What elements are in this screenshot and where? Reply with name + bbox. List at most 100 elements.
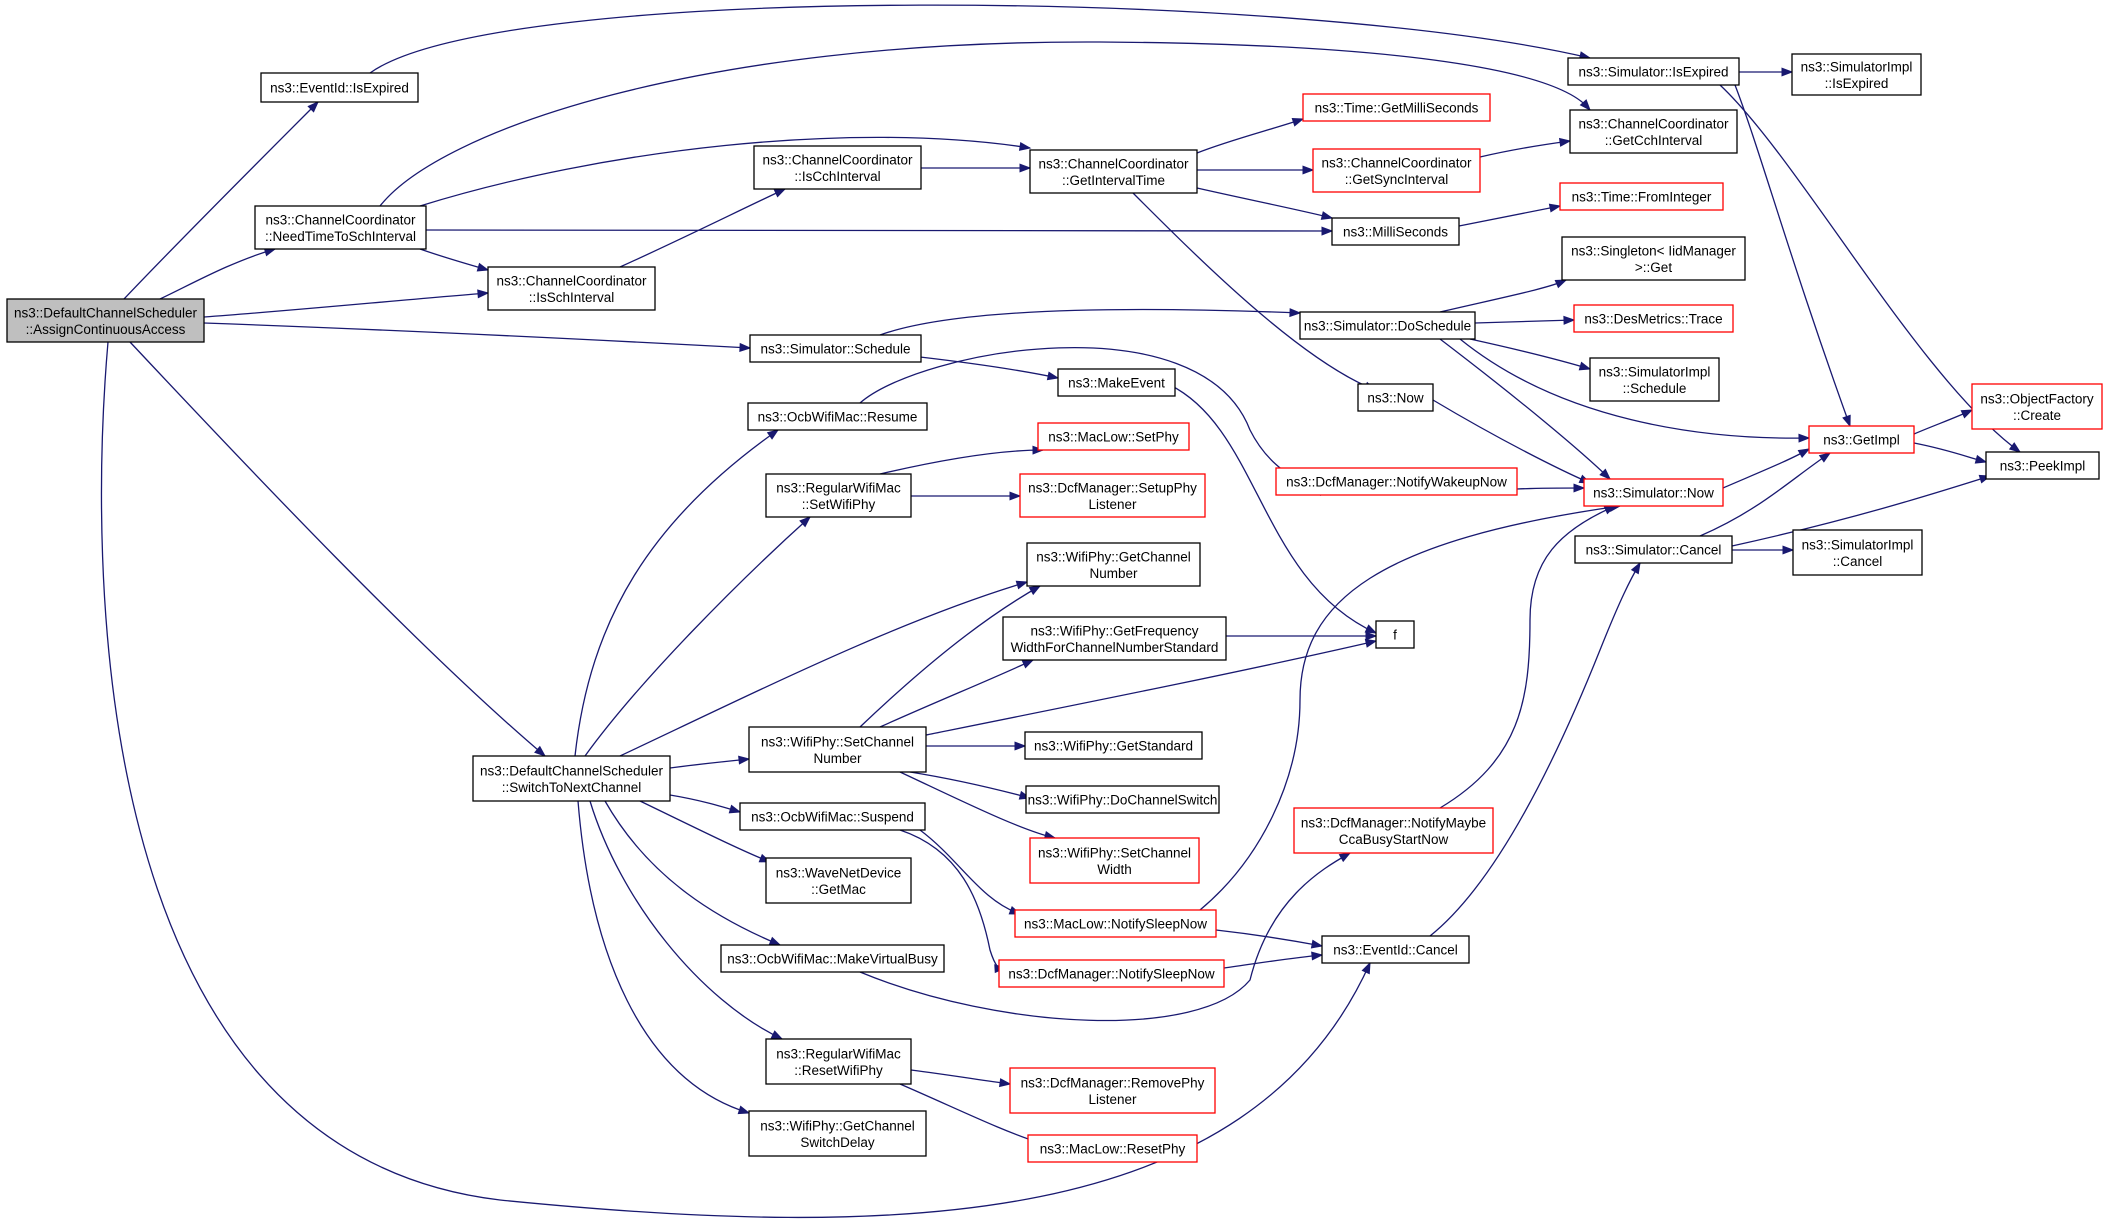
edge-cc_getintervaltime-to-milliseconds-line — [1196, 187, 1333, 219]
node-dcf-notifysleepnow[interactable]: ns3::DcfManager::NotifySleepNow — [998, 959, 1225, 988]
node-box — [472, 755, 671, 802]
node-box — [6, 298, 205, 343]
node-sim-schedule[interactable]: ns3::Simulator::Schedule — [749, 334, 922, 363]
node-maclow-setphy[interactable]: ns3::MacLow::SetPhy — [1037, 422, 1190, 451]
node-cc-needtime[interactable]: ns3::ChannelCoordinator::NeedTimeToSchIn… — [254, 205, 427, 250]
edge-wp_setchannelnumber-to-wp_getfreqwidth-line — [879, 659, 1034, 728]
node-label-line: ns3::WifiPhy::DoChannelSwitch — [1028, 793, 1218, 808]
edge-sim_isexpired-to-getimpl — [1734, 84, 1851, 428]
node-dcf-notifymaybeccabusy[interactable]: ns3::DcfManager::NotifyMaybeCcaBusyStart… — [1293, 807, 1494, 854]
edge-ocb_makevirtualbusy-to-dcf_notifymaybeccabusy-line — [859, 852, 1351, 1022]
node-f[interactable]: f — [1375, 620, 1415, 649]
node-box — [1792, 529, 1923, 576]
node-cc-iscchinterval[interactable]: ns3::ChannelCoordinator::IsCchInterval — [753, 145, 922, 190]
node-box — [765, 473, 912, 518]
edge-sim_schedule-to-sim_doschedule — [879, 308, 1302, 336]
node-time-getms[interactable]: ns3::Time::GetMilliSeconds — [1302, 93, 1491, 122]
node-ocb-suspend[interactable]: ns3::OcbWifiMac::Suspend — [739, 802, 926, 831]
node-box — [1029, 149, 1198, 194]
node-simimpl-schedule[interactable]: ns3::SimulatorImpl::Schedule — [1589, 357, 1720, 402]
node-cc-getsyncinterval[interactable]: ns3::ChannelCoordinator::GetSyncInterval — [1312, 148, 1481, 193]
node-box — [1027, 1134, 1198, 1163]
node-singleton-get[interactable]: ns3::Singleton< IidManager>::Get — [1561, 236, 1746, 281]
edge-cc_needtime-to-cc_getcchinterval-line — [379, 41, 1591, 207]
edge-sim_isexpired-to-simimpl_isexpired — [1739, 67, 1794, 77]
edge-cc_needtime-to-cc_getcchinterval — [379, 41, 1591, 207]
edge-wp_getfreqwidth-to-f — [1226, 631, 1378, 641]
node-ocb-resume[interactable]: ns3::OcbWifiMac::Resume — [747, 402, 928, 431]
edge-getimpl-to-peekimpl-line — [1913, 442, 1987, 463]
node-cc-getcchinterval[interactable]: ns3::ChannelCoordinator::GetCchInterval — [1569, 109, 1738, 154]
node-simimpl-cancel[interactable]: ns3::SimulatorImpl::Cancel — [1792, 529, 1923, 576]
edge-sim_now-to-getimpl — [1722, 448, 1811, 489]
node-maclow-resetphy[interactable]: ns3::MacLow::ResetPhy — [1027, 1134, 1198, 1163]
node-cc-getintervaltime[interactable]: ns3::ChannelCoordinator::GetIntervalTime — [1029, 149, 1198, 194]
node-peekimpl[interactable]: ns3::PeekImpl — [1985, 451, 2100, 480]
node-wnd-getmac[interactable]: ns3::WaveNetDevice::GetMac — [765, 857, 912, 904]
node-simimpl-isexpired[interactable]: ns3::SimulatorImpl::IsExpired — [1791, 53, 1922, 96]
node-desmetrics-trace[interactable]: ns3::DesMetrics::Trace — [1573, 304, 1734, 333]
node-milliseconds[interactable]: ns3::MilliSeconds — [1331, 217, 1460, 246]
node-getimpl[interactable]: ns3::GetImpl — [1808, 425, 1915, 454]
node-label-line: SwitchDelay — [800, 1135, 875, 1150]
node-label-line: ns3::Simulator::IsExpired — [1578, 65, 1728, 80]
node-rwm-setwifiphy[interactable]: ns3::RegularWifiMac::SetWifiPhy — [765, 473, 912, 518]
node-cc-isschinterval[interactable]: ns3::ChannelCoordinator::IsSchInterval — [487, 266, 656, 311]
node-sim-isexpired[interactable]: ns3::Simulator::IsExpired — [1567, 57, 1740, 86]
node-root[interactable]: ns3::DefaultChannelScheduler::AssignCont… — [6, 298, 205, 343]
node-label-line: ns3::DcfManager::NotifyWakeupNow — [1286, 475, 1507, 490]
edge-root-to-eventid_isexpired-line — [123, 101, 319, 300]
edge-cc_getintervaltime-to-time_getms-line — [1196, 118, 1304, 154]
node-label-line: ns3::SimulatorImpl — [1599, 364, 1711, 379]
node-box — [748, 1110, 927, 1157]
node-now[interactable]: ns3::Now — [1357, 383, 1434, 412]
edge-dcs_switchtonext-to-wp_getchannelnumber-arrowhead — [1015, 580, 1029, 590]
edge-root-to-eventid_isexpired-arrowhead — [307, 101, 319, 113]
edge-sim_doschedule-to-getimpl — [1459, 338, 1811, 443]
node-label-line: Number — [813, 751, 862, 766]
edge-root-to-dcs_switchtonext — [129, 341, 547, 757]
edge-wp_setchannelnumber-to-wp_getstandard-arrowhead — [1014, 741, 1027, 751]
node-wp-getstandard[interactable]: ns3::WifiPhy::GetStandard — [1024, 731, 1203, 760]
node-sim-doschedule[interactable]: ns3::Simulator::DoSchedule — [1299, 311, 1476, 340]
node-wp-dochannelswitch[interactable]: ns3::WifiPhy::DoChannelSwitch — [1025, 785, 1220, 814]
node-eventid-isexpired[interactable]: ns3::EventId::IsExpired — [260, 72, 419, 103]
node-label-line: ns3::OcbWifiMac::Resume — [758, 410, 918, 425]
node-maclow-notifysleepnow[interactable]: ns3::MacLow::NotifySleepNow — [1014, 909, 1217, 938]
node-makeevent[interactable]: ns3::MakeEvent — [1057, 368, 1176, 397]
edge-sim_now-to-getimpl-arrowhead — [1797, 448, 1811, 459]
edge-sim_cancel-to-getimpl-arrowhead — [1818, 452, 1832, 463]
edge-dcs_switchtonext-to-wp_getchannelswitchdelay-line — [577, 800, 750, 1114]
node-objectfactory-create[interactable]: ns3::ObjectFactory::Create — [1971, 383, 2103, 430]
node-dcs-switchtonext[interactable]: ns3::DefaultChannelScheduler::SwitchToNe… — [472, 755, 671, 802]
edge-eventid_cancel-to-sim_cancel — [1429, 561, 1641, 937]
node-box — [1561, 236, 1746, 281]
node-rwm-resetwifiphy[interactable]: ns3::RegularWifiMac::ResetWifiPhy — [765, 1038, 912, 1085]
node-wp-getfreqwidth[interactable]: ns3::WifiPhy::GetFrequencyWidthForChanne… — [1002, 616, 1227, 661]
node-dcf-notifywakeupnow[interactable]: ns3::DcfManager::NotifyWakeupNow — [1275, 467, 1518, 496]
node-label-line: ns3::RegularWifiMac — [776, 480, 901, 495]
edge-ocb_suspend-to-maclow_notifysleepnow — [919, 829, 1022, 915]
node-ocb-makevirtualbusy[interactable]: ns3::OcbWifiMac::MakeVirtualBusy — [720, 944, 945, 973]
edge-dcs_switchtonext-to-wp_getchannelnumber — [619, 580, 1029, 757]
node-eventid-cancel[interactable]: ns3::EventId::Cancel — [1321, 935, 1470, 964]
node-sim-now[interactable]: ns3::Simulator::Now — [1583, 478, 1724, 507]
edge-dcs_switchtonext-to-ocb_suspend-arrowhead — [728, 804, 742, 814]
edge-milliseconds-to-time_frominteger-arrowhead — [1548, 203, 1562, 213]
edge-wp_setchannelnumber-to-wp_getstandard — [926, 741, 1027, 751]
node-time-frominteger[interactable]: ns3::Time::FromInteger — [1559, 182, 1724, 211]
node-label-line: ns3::MacLow::NotifySleepNow — [1024, 917, 1207, 932]
node-box — [1025, 785, 1220, 814]
edge-rwm_setwifiphy-to-dcf_setupphylistener — [911, 491, 1022, 501]
node-sim-cancel[interactable]: ns3::Simulator::Cancel — [1574, 535, 1733, 564]
node-box — [753, 145, 922, 190]
edge-sim_doschedule-to-sim_now-arrowhead — [1599, 468, 1612, 480]
node-label-line: ns3::WifiPhy::SetChannel — [761, 734, 914, 749]
edge-getimpl-to-objectfactory_create — [1913, 409, 1974, 435]
